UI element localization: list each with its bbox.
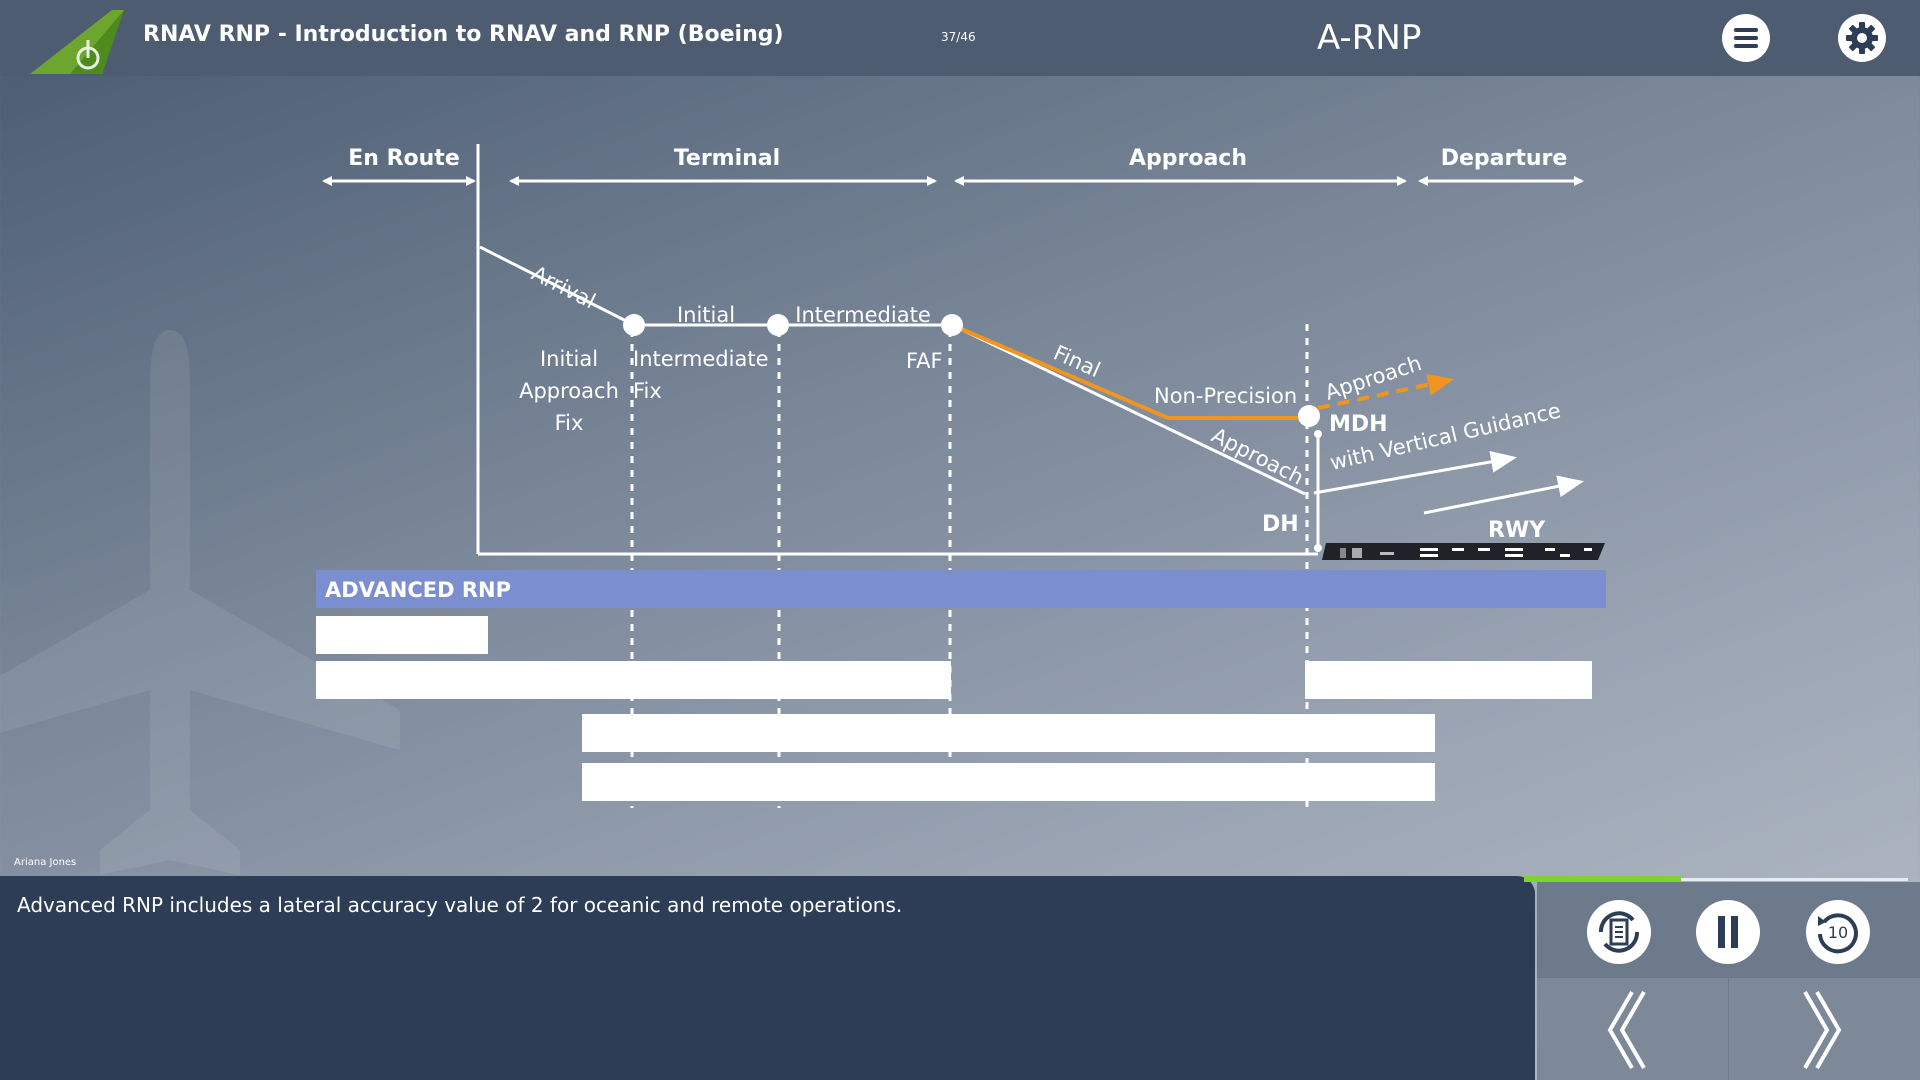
settings-button[interactable] bbox=[1838, 14, 1886, 62]
departure-arrow bbox=[1423, 475, 1584, 515]
rnp-phase-diagram: En Route Terminal Approach Departure bbox=[322, 144, 1605, 808]
pause-button[interactable] bbox=[1696, 900, 1760, 964]
transcript-icon bbox=[1598, 911, 1640, 953]
hamburger-menu-icon bbox=[1734, 28, 1758, 48]
non-precision-missed-arrow bbox=[1317, 373, 1454, 410]
segment-initial-label: Initial bbox=[677, 303, 735, 327]
arrival-profile bbox=[479, 245, 952, 327]
blank-bar-approach-1 bbox=[582, 714, 1435, 752]
pause-icon bbox=[1718, 916, 1738, 948]
section-title: A-RNP bbox=[1317, 18, 1422, 58]
transcript-button[interactable] bbox=[1587, 900, 1651, 964]
iaf-label-line3: Fix bbox=[555, 411, 584, 435]
narrator-name: Ariana Jones bbox=[14, 857, 77, 868]
menu-button[interactable] bbox=[1722, 14, 1770, 62]
page-counter: 37/46 bbox=[941, 30, 976, 44]
advanced-rnp-label: ADVANCED RNP bbox=[325, 578, 511, 602]
rwy-label: RWY bbox=[1488, 518, 1546, 543]
phase-terminal: Terminal bbox=[674, 146, 780, 171]
runway bbox=[1322, 543, 1605, 560]
blank-bar-approach-2 bbox=[582, 763, 1435, 801]
approach-white-label: Approach bbox=[1208, 423, 1308, 490]
gear-icon bbox=[1846, 22, 1878, 54]
caption-panel: Advanced RNP includes a lateral accuracy… bbox=[0, 876, 1535, 1080]
segment-arrival-label: Arrival bbox=[528, 261, 600, 313]
chevron-right-icon bbox=[1803, 990, 1842, 1070]
segment-intermediate-label: Intermediate bbox=[795, 303, 931, 327]
previous-page-button[interactable] bbox=[1537, 978, 1728, 1080]
caption-text: Advanced RNP includes a lateral accuracy… bbox=[17, 893, 903, 917]
course-title: RNAV RNP - Introduction to RNAV and RNP … bbox=[143, 22, 784, 47]
iaf-label-line2: Approach bbox=[519, 379, 619, 403]
blank-bar-en-route bbox=[316, 616, 488, 654]
chevron-left-icon bbox=[1607, 990, 1646, 1070]
tail-logo-icon bbox=[30, 10, 124, 74]
blank-bar-terminal bbox=[316, 661, 951, 699]
non-precision-path bbox=[951, 323, 1310, 420]
progress-fill bbox=[1524, 876, 1681, 882]
approach-orange-label: Approach bbox=[1322, 351, 1424, 405]
vertical-guidance-path bbox=[951, 323, 1306, 496]
dh-label: DH bbox=[1262, 512, 1299, 537]
phase-en-route: En Route bbox=[348, 146, 460, 171]
vertical-guidance-arrow bbox=[1313, 450, 1517, 495]
mdh-label: MDH bbox=[1329, 412, 1388, 437]
iaf-label-line1: Initial bbox=[540, 347, 598, 371]
if-label-line2: Fix bbox=[633, 379, 662, 403]
phase-departure: Departure bbox=[1441, 146, 1568, 171]
svg-text:10: 10 bbox=[1828, 923, 1848, 942]
next-page-button[interactable] bbox=[1729, 978, 1920, 1080]
airplane-watermark-icon bbox=[0, 330, 400, 875]
top-bar: RNAV RNP - Introduction to RNAV and RNP … bbox=[0, 0, 1920, 76]
if-label-line1: Intermediate bbox=[633, 347, 769, 371]
advanced-rnp-bar bbox=[316, 570, 1606, 608]
replay-10-button[interactable]: 10 bbox=[1806, 900, 1870, 964]
replay-10-icon: 10 bbox=[1818, 913, 1858, 954]
progress-track[interactable] bbox=[1524, 878, 1908, 881]
faf-label: FAF bbox=[906, 349, 943, 373]
non-precision-label: Non-Precision bbox=[1154, 384, 1297, 408]
fix-points bbox=[623, 314, 1322, 552]
blank-bar-departure bbox=[1305, 661, 1592, 699]
phase-approach: Approach bbox=[1129, 146, 1247, 171]
